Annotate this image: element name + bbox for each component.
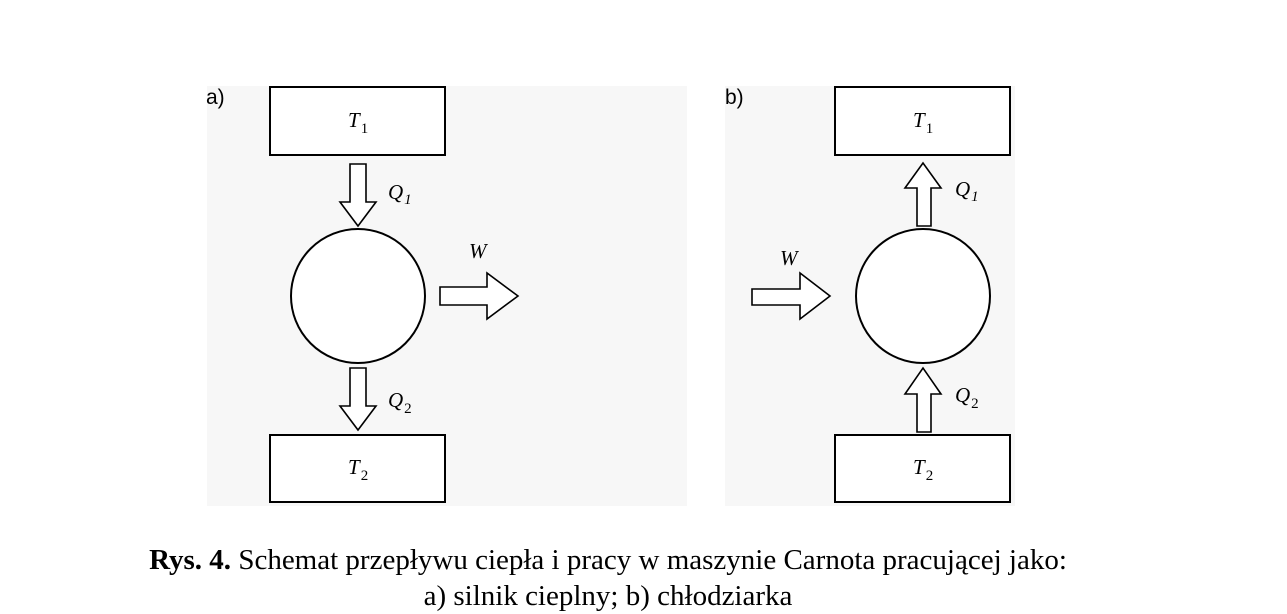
heat-in-label-b: Q2 [955, 383, 979, 412]
heat-out-label-a: Q2 [388, 388, 412, 417]
work-arrow-a [439, 271, 520, 321]
panel-a-label: a) [206, 86, 225, 109]
panel-b: b) T1 Q1 W Q2 T2 [725, 86, 1015, 506]
heat-out-arrow-a [338, 367, 378, 432]
caption-text-1: Schemat przepływu ciepła i pracy w maszy… [231, 544, 1067, 576]
cold-reservoir-box-a [269, 434, 446, 503]
work-label-a: W [469, 239, 489, 263]
hot-reservoir-label-a: T1 [348, 108, 368, 137]
heat-out-arrow-b [903, 161, 943, 227]
caption-line-2: a) silnik cieplny; b) chłodziarka [423, 580, 793, 612]
heat-in-arrow-b [903, 366, 943, 433]
heat-out-label-b: Q1 [955, 177, 979, 205]
hot-reservoir-box-b [834, 86, 1011, 156]
figure-caption: Rys. 4. Schemat przepływu ciepła i pracy… [0, 542, 1216, 614]
panel-b-label: b) [725, 86, 744, 109]
heat-in-label-a: Q1 [388, 180, 412, 208]
panel-a: a) T1 Q1 W Q2 T2 [206, 86, 687, 506]
work-label-b: W [780, 246, 800, 270]
caption-line-1: Rys. 4. Schemat przepływu ciepła i pracy… [0, 542, 1216, 578]
carnot-diagram: a) T1 Q1 W Q2 T2 b) T1 Q1 W [206, 86, 1015, 506]
work-arrow-b [751, 271, 832, 321]
engine-circle-a [290, 228, 426, 364]
heat-in-arrow-a [338, 163, 378, 228]
refrigerator-circle-b [855, 228, 991, 364]
hot-reservoir-label-b: T1 [913, 108, 933, 137]
cold-reservoir-label-b: T2 [913, 455, 933, 484]
hot-reservoir-box-a [269, 86, 446, 156]
cold-reservoir-label-a: T2 [348, 455, 368, 484]
caption-figure-number: Rys. 4. [149, 544, 232, 576]
cold-reservoir-box-b [834, 434, 1011, 503]
